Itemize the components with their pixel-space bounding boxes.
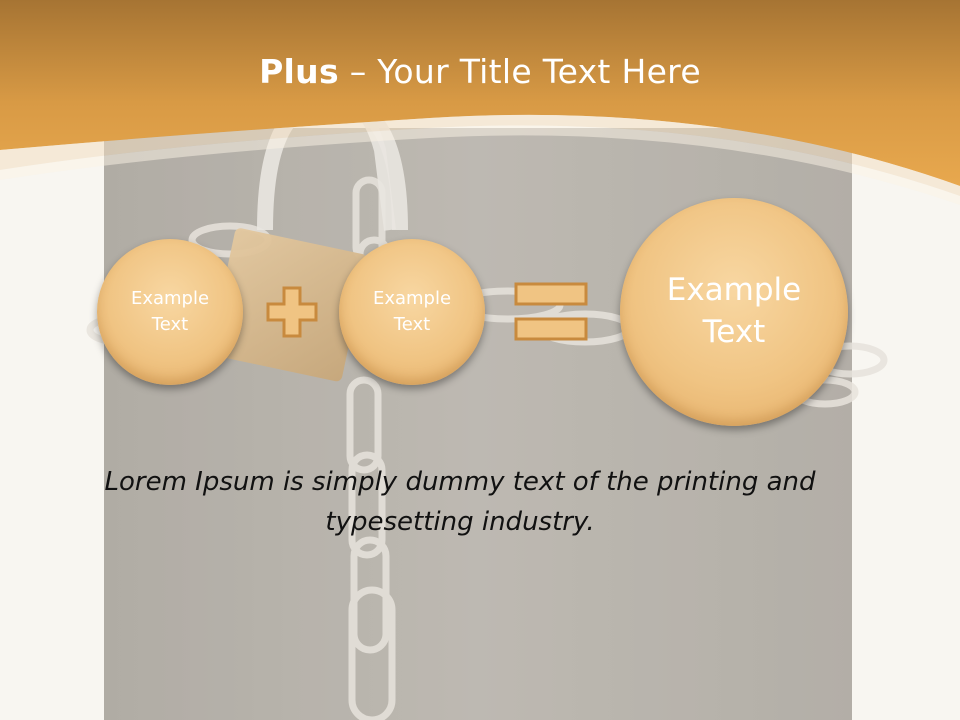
circle-label: Example Text — [130, 287, 210, 335]
body-text: Lorem Ipsum is simply dummy text of the … — [104, 467, 816, 538]
equals-icon — [514, 282, 588, 341]
circle-label: Example Text — [666, 272, 802, 350]
slide-title: Plus – Your Title Text Here — [0, 52, 960, 91]
example-circle-middle: Example Text — [339, 239, 485, 385]
example-circle-left: Example Text — [97, 239, 243, 385]
title-text: – Your Title Text Here — [338, 52, 701, 91]
plus-icon — [266, 286, 318, 338]
example-circle-result: Example Text — [620, 198, 848, 426]
title-bold: Plus — [259, 52, 339, 91]
circle-label: Example Text — [372, 287, 452, 335]
